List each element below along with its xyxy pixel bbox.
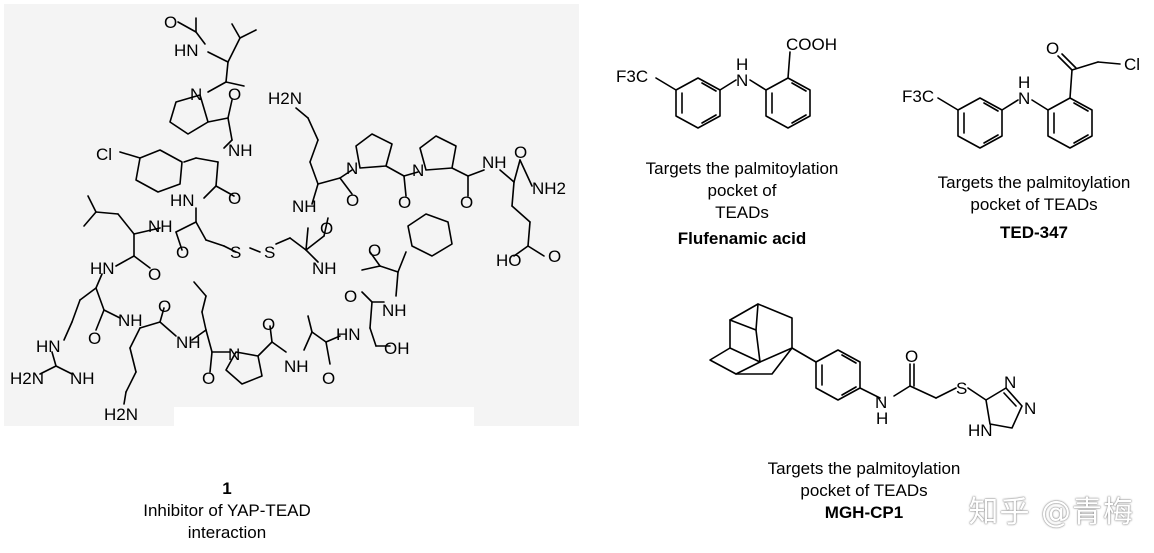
flufenamic-name: Flufenamic acid [677, 229, 807, 248]
atom-label: O [514, 143, 527, 162]
carbonyl-o-label: O [905, 347, 918, 366]
atom-label: NH [228, 141, 253, 160]
atom-label: O [398, 193, 411, 212]
atom-label: NH [292, 197, 317, 216]
atom-label: Cl [96, 145, 112, 164]
atom-label: O [548, 247, 561, 266]
triazole-n2-label: N [1024, 399, 1036, 418]
amine-h-label: H [736, 55, 748, 74]
amine-h-label: H [1018, 73, 1030, 92]
atom-label: O [344, 287, 357, 306]
cf3-label: F3C [902, 87, 934, 106]
atom-label: O [158, 297, 171, 316]
atom-label: HN [174, 41, 199, 60]
atom-label: O [228, 189, 241, 208]
atom-label: NH2 [532, 179, 566, 198]
ted-347-line1: Targets the palmitoylation [937, 173, 1131, 192]
atom-label: O [460, 193, 473, 212]
atom-label: NH [70, 369, 95, 388]
flufenamic-line1: Targets the palmitoylation [645, 159, 839, 178]
atom-label: HO [496, 251, 522, 270]
zhihu-watermark: 知乎 @青梅 [968, 495, 1134, 530]
mgh-cp1-line1: Targets the palmitoylation [767, 459, 961, 478]
peptide-structure-1: O HN H2N N O NH Cl O HN NH O S S HN O NH… [10, 13, 566, 424]
mgh-cp1-name: MGH-CP1 [824, 503, 904, 522]
atom-label: NH [312, 259, 337, 278]
atom-label: HN [336, 325, 361, 344]
atom-label: O [202, 369, 215, 388]
atom-label: HN [36, 337, 61, 356]
atom-label: OH [384, 339, 410, 358]
atom-label: NH [382, 301, 407, 320]
compound-1-description-line1: Inhibitor of YAP-TEAD [143, 501, 311, 520]
atom-label: NH [284, 357, 309, 376]
compound-1-caption: 1 Inhibitor of YAP-TEAD interaction [100, 478, 354, 544]
sulfur-label: S [956, 379, 967, 398]
mgh-cp1-line2: pocket of TEADs [800, 481, 928, 500]
atom-label: O [228, 85, 241, 104]
atom-label: N [346, 159, 358, 178]
mgh-cp1-caption: Targets the palmitoylation pocket of TEA… [736, 458, 992, 524]
atom-label: H2N [104, 405, 138, 424]
atom-label: N [412, 161, 424, 180]
flufenamic-caption: Targets the palmitoylation pocket of TEA… [612, 158, 872, 250]
atom-label: NH [118, 311, 143, 330]
atom-label: O [322, 369, 335, 388]
atom-label: O [176, 243, 189, 262]
atom-label: O [346, 191, 359, 210]
peptide-panel-background [4, 4, 579, 426]
atom-label: NH [482, 153, 507, 172]
triazole-n1-label: N [1004, 373, 1016, 392]
ted-347-line2: pocket of TEADs [970, 195, 1098, 214]
flufenamic-line2: pocket of [707, 181, 777, 200]
atom-label: N [190, 85, 202, 104]
atom-label: O [320, 219, 333, 238]
flufenamic-line3: TEADs [715, 203, 769, 222]
atom-label: O [262, 315, 275, 334]
atom-label: HN [170, 191, 195, 210]
atom-label: HN [90, 259, 115, 278]
flufenamic-acid-structure: F3C H N COOH [616, 35, 837, 129]
atom-label: NH [148, 217, 173, 236]
atom-label: H2N [268, 89, 302, 108]
panel-notch [174, 407, 474, 427]
ted-347-structure: F3C H N O Cl [902, 39, 1140, 149]
amide-h-label: H [876, 409, 888, 428]
cf3-label: F3C [616, 67, 648, 86]
atom-label: O [368, 241, 381, 260]
carboxyl-label: COOH [786, 35, 837, 54]
mgh-cp1-structure: N H O S N N HN [709, 303, 1036, 440]
ketone-o-label: O [1046, 39, 1059, 58]
atom-label: S [230, 243, 241, 262]
amine-n-label: N [736, 71, 748, 90]
chloro-label: Cl [1124, 55, 1140, 74]
atom-label: O [148, 265, 161, 284]
triazole-hn-label: HN [968, 421, 993, 440]
atom-label: O [164, 13, 177, 32]
atom-label: N [228, 345, 240, 364]
ted-347-caption: Targets the palmitoylation pocket of TEA… [904, 172, 1154, 244]
compound-1-description-line2: interaction [187, 523, 267, 542]
atom-label: H2N [10, 369, 44, 388]
atom-label: S [264, 243, 275, 262]
atom-label: O [88, 329, 101, 348]
amine-n-label: N [1018, 89, 1030, 108]
ted-347-name: TED-347 [999, 223, 1069, 242]
amide-n-label: N [875, 393, 887, 412]
atom-label: NH [176, 333, 201, 352]
compound-1-id: 1 [222, 479, 232, 498]
